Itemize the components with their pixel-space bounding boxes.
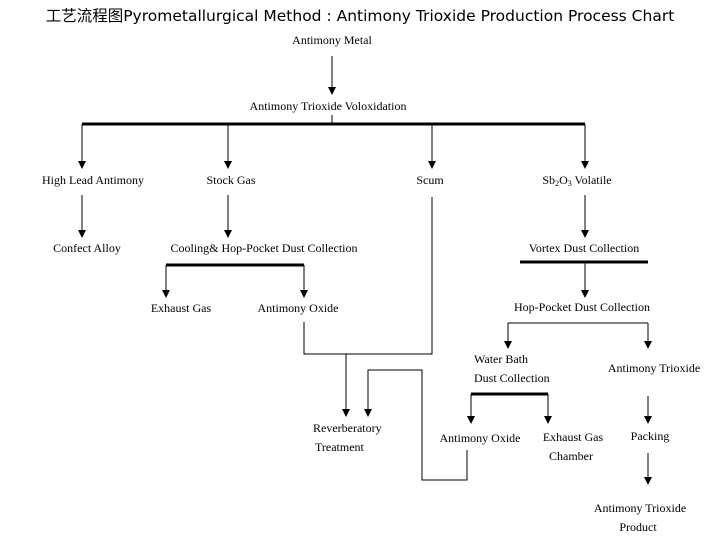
node-stock-gas: Stock Gas (206, 173, 256, 187)
sb2o3-part-o: O (559, 173, 568, 187)
sb2o3-sub-2: 2 (555, 179, 560, 188)
node-sb2o3-volatile: Sb2O3 Volatile (542, 171, 611, 190)
chart-title: 工艺流程图Pyrometallurgical Method : Antimony… (45, 7, 675, 25)
node-antimony-metal: Antimony Metal (292, 33, 372, 47)
node-water-bath-line2: Dust Collection (474, 371, 550, 385)
node-antimony-oxide-right: Antimony Oxide (439, 431, 521, 445)
node-exhaust-gas-left: Exhaust Gas (150, 301, 212, 315)
sb2o3-part-volatile: Volatile (571, 173, 612, 187)
node-water-bath-line1: Water Bath (474, 352, 529, 366)
node-exhaust-gas-chamber-line2: Chamber (549, 449, 593, 463)
sb2o3-sub-3: 3 (567, 179, 572, 188)
node-product-line1: Antimony Trioxide (593, 501, 687, 515)
node-antimony-oxide-left: Antimony Oxide (257, 301, 339, 315)
node-product-line2: Product (619, 520, 657, 534)
connector-scum (346, 197, 433, 355)
sb2o3-part-sb: Sb (542, 173, 556, 187)
node-exhaust-gas-chamber-line1: Exhaust Gas (542, 430, 604, 444)
node-cooling-collection: Cooling& Hop-Pocket Dust Collection (170, 241, 358, 255)
arrow-oxide-right-to-reverberatory (364, 369, 468, 481)
node-scum: Scum (416, 173, 444, 187)
node-high-lead-antimony: High Lead Antimony (42, 173, 144, 187)
node-confect-alloy: Confect Alloy (53, 241, 121, 255)
node-reverberatory-line2: Treatment (315, 440, 364, 454)
arrow-oxide-to-reverberatory (303, 322, 350, 417)
node-voloxidation: Antimony Trioxide Voloxidation (249, 99, 407, 113)
node-antimony-trioxide: Antimony Trioxide (607, 361, 701, 375)
node-reverberatory-line1: Reverberatory (313, 421, 382, 435)
node-packing: Packing (630, 429, 670, 443)
node-hop-pocket-collection: Hop-Pocket Dust Collection (514, 300, 650, 314)
node-vortex-collection: Vortex Dust Collection (528, 241, 640, 255)
